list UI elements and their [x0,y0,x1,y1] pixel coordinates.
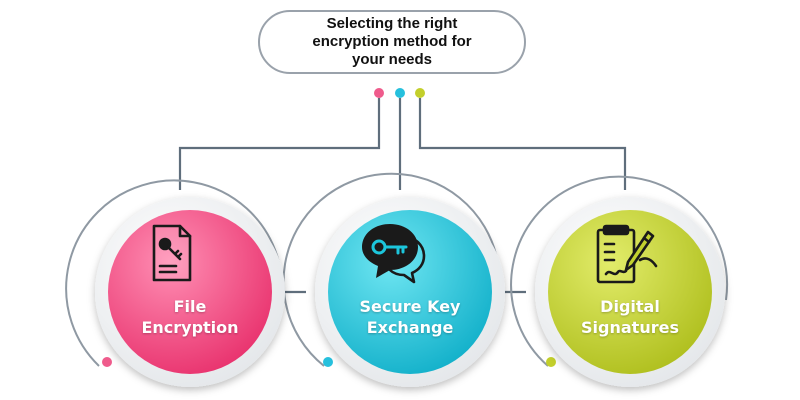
ring-arc-center [282,172,501,367]
top-dot-cyan [395,88,405,98]
ring-arc-left [65,179,284,367]
node-disc-digital-signatures [548,210,712,374]
node-label-secure-key-exchange: Secure Key Exchange [359,297,461,337]
bottom-dots [102,357,556,367]
key-chat-icon [362,224,426,284]
bottom-dot-cyan [323,357,333,367]
bottom-dot-lime [546,357,556,367]
file-key-icon [152,224,192,282]
diagram-title: Selecting the right encryption method fo… [312,15,472,68]
top-dots [374,88,425,98]
node-label-file-encryption: File Encryption [141,297,239,337]
bottom-dot-pink [102,357,112,367]
title-pill: Selecting the right encryption method fo… [258,10,526,74]
node-label-digital-signatures: Digital Signatures [581,297,679,337]
ring-arc-right [510,175,729,367]
connector-left [178,98,381,190]
connector-right [418,98,627,190]
top-dot-pink [374,88,384,98]
outer-rings [65,172,729,367]
top-dot-lime [415,88,425,98]
node-disc-file-encryption [108,210,272,374]
signature-document-icon [596,224,658,284]
